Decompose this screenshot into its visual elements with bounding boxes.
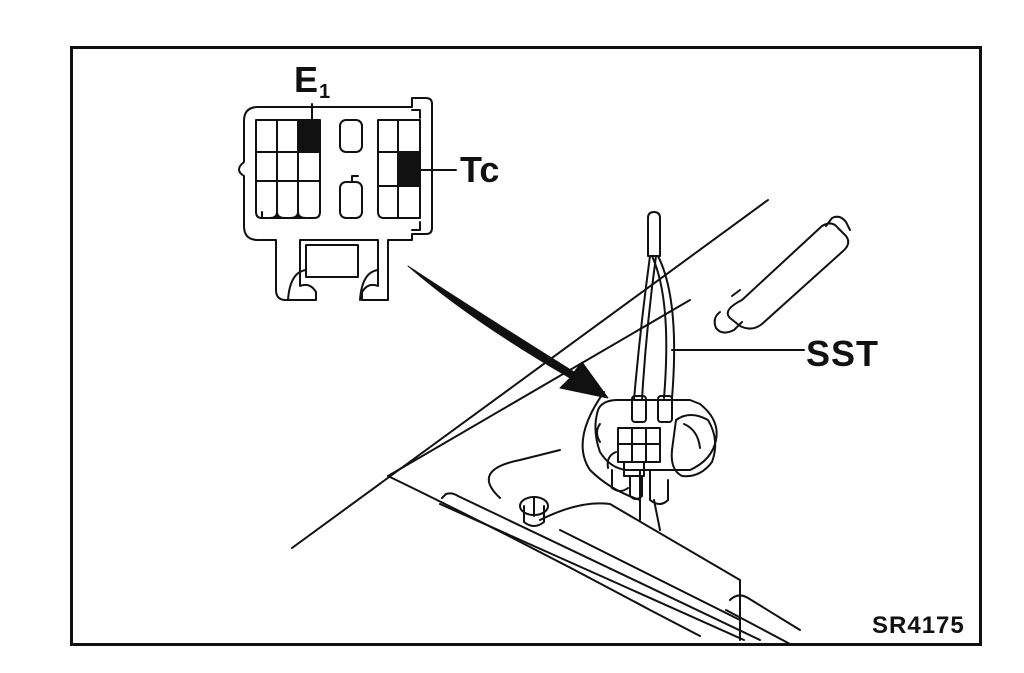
engine-bay-outline: [291, 199, 801, 645]
check-connector-body: [594, 399, 718, 531]
terminal-tc: [399, 153, 419, 185]
relay-part: [713, 215, 851, 334]
check-connector-diagram: [238, 97, 433, 301]
figure-code: SR4175: [872, 612, 965, 639]
terminal-tc-label: Tc: [460, 149, 500, 190]
location-arrow: [407, 265, 609, 399]
sst-jumper-wire: [631, 211, 676, 423]
terminal-e1: [299, 121, 319, 151]
terminal-e1-label: E1: [294, 59, 331, 103]
sst-label: SST: [806, 333, 880, 374]
